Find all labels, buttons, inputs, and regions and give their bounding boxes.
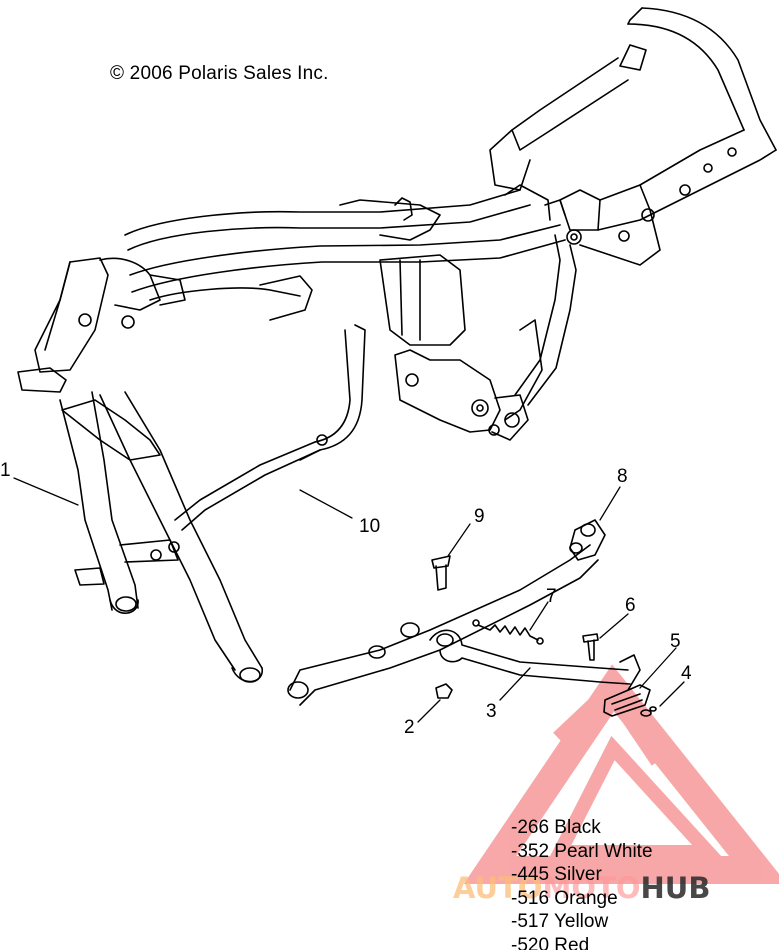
callout-5: 5 — [670, 631, 681, 652]
spring-7 — [472, 619, 544, 645]
color-code-item: -352 Pearl White — [511, 840, 653, 862]
frame-backbone — [124, 184, 566, 293]
color-code-item: -516 Orange — [511, 887, 618, 909]
callout-2: 2 — [404, 717, 415, 738]
callout-7: 7 — [546, 586, 557, 607]
watermark-logo — [463, 664, 779, 884]
color-code-item: -517 Yellow — [511, 911, 609, 932]
pad-5 — [603, 684, 651, 717]
nut-2 — [435, 683, 453, 699]
leader-lines — [13, 477, 685, 723]
callout-1: 1 — [0, 460, 11, 481]
callout-10: 10 — [359, 516, 381, 537]
callout-4: 4 — [681, 663, 692, 684]
kickstand-assembly — [287, 519, 641, 706]
watermark-wordmark: AUTOMOTOHUB — [453, 871, 711, 905]
color-code-list: -266 Black -352 Pearl White -445 Silver … — [511, 816, 653, 950]
frame-rear-loop — [489, 7, 777, 266]
callout-3: 3 — [486, 701, 497, 722]
callout-8: 8 — [617, 466, 628, 487]
screw-6 — [582, 633, 599, 661]
callout-9: 9 — [474, 506, 485, 527]
color-code-item: -266 Black — [511, 817, 601, 838]
steering-head — [17, 257, 186, 393]
front-downtubes — [59, 391, 263, 683]
color-code-item: -445 Silver — [511, 864, 602, 885]
callout-6: 6 — [625, 595, 636, 616]
center-mount-bracket — [379, 234, 577, 441]
lower-frame-loop — [119, 275, 366, 563]
color-code-item: -520 Red — [511, 934, 590, 950]
copyright-notice: © 2006 Polaris Sales Inc. — [110, 63, 329, 84]
clip-4 — [640, 706, 657, 717]
bolt-9 — [431, 555, 451, 591]
